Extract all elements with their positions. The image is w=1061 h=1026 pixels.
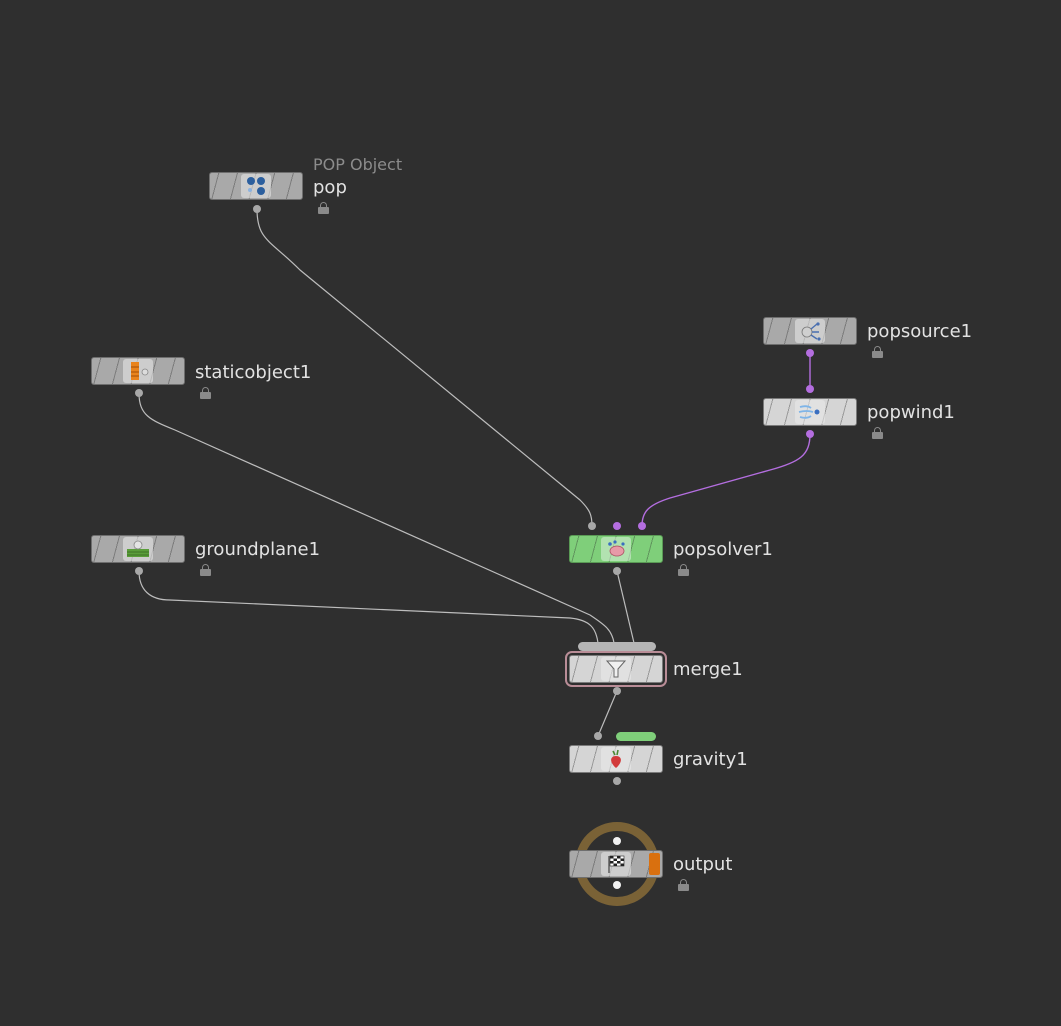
- input-connector[interactable]: [806, 385, 814, 393]
- wire-staticobject-to-merge[interactable]: [138, 392, 615, 644]
- node-merge1[interactable]: [565, 651, 667, 687]
- output-connector[interactable]: [613, 567, 621, 575]
- ground-plane-icon: [123, 537, 153, 561]
- wire-popsolver-to-merge[interactable]: [616, 570, 635, 644]
- node-type-label: POP Object: [313, 155, 403, 174]
- output-connector[interactable]: [253, 205, 261, 213]
- display-flag[interactable]: [649, 853, 660, 875]
- node-label-staticobject1[interactable]: staticobject1: [195, 362, 312, 383]
- node-gravity1[interactable]: [569, 745, 663, 773]
- node-label-popsource1[interactable]: popsource1: [867, 321, 973, 342]
- node-label-output[interactable]: output: [673, 854, 733, 875]
- input-connector[interactable]: [594, 732, 602, 740]
- lock-icon[interactable]: [200, 564, 211, 576]
- node-label-popsolver1[interactable]: popsolver1: [673, 539, 773, 560]
- node-groundplane1[interactable]: [91, 535, 185, 563]
- lock-icon[interactable]: [872, 346, 883, 358]
- node-label-gravity1[interactable]: gravity1: [673, 749, 748, 770]
- node-label-popwind1[interactable]: popwind1: [867, 402, 955, 423]
- particles-icon: [241, 174, 271, 198]
- node-output[interactable]: [569, 850, 663, 878]
- merge-input-bar[interactable]: [578, 642, 656, 651]
- pop-source-icon: [795, 319, 825, 343]
- lock-icon[interactable]: [872, 427, 883, 439]
- output-connector[interactable]: [613, 687, 621, 695]
- wire-groundplane-to-merge[interactable]: [138, 570, 599, 644]
- node-pop[interactable]: [209, 172, 303, 200]
- node-label-pop[interactable]: pop: [313, 177, 347, 198]
- lock-icon[interactable]: [678, 879, 689, 891]
- node-label-merge1[interactable]: merge1: [673, 659, 743, 680]
- lock-icon[interactable]: [318, 202, 329, 214]
- output-connector[interactable]: [806, 430, 814, 438]
- wire-popwind-to-popsolver[interactable]: [641, 433, 811, 527]
- input-connector[interactable]: [588, 522, 596, 530]
- node-popsource1[interactable]: [763, 317, 857, 345]
- gravity-icon: [601, 747, 631, 771]
- output-connector[interactable]: [613, 881, 621, 889]
- node-label-groundplane1[interactable]: groundplane1: [195, 539, 321, 560]
- output-connector[interactable]: [613, 777, 621, 785]
- checkered-flag-icon: [601, 852, 631, 876]
- funnel-icon: [601, 657, 631, 681]
- output-connector[interactable]: [135, 567, 143, 575]
- node-staticobject1[interactable]: [91, 357, 185, 385]
- lock-icon[interactable]: [200, 387, 211, 399]
- lock-icon[interactable]: [678, 564, 689, 576]
- wire-merge-to-gravity[interactable]: [597, 690, 618, 737]
- input-connector[interactable]: [638, 522, 646, 530]
- wind-icon: [795, 400, 825, 424]
- static-object-icon: [123, 359, 153, 383]
- node-popwind1[interactable]: [763, 398, 857, 426]
- input-connector[interactable]: [613, 522, 621, 530]
- output-connector[interactable]: [135, 389, 143, 397]
- node-popsolver1[interactable]: [569, 535, 663, 563]
- output-connector[interactable]: [806, 349, 814, 357]
- gravity-input-bar[interactable]: [616, 732, 656, 741]
- wire-pop-to-popsolver[interactable]: [256, 208, 593, 527]
- solver-icon: [601, 537, 631, 561]
- input-connector[interactable]: [613, 837, 621, 845]
